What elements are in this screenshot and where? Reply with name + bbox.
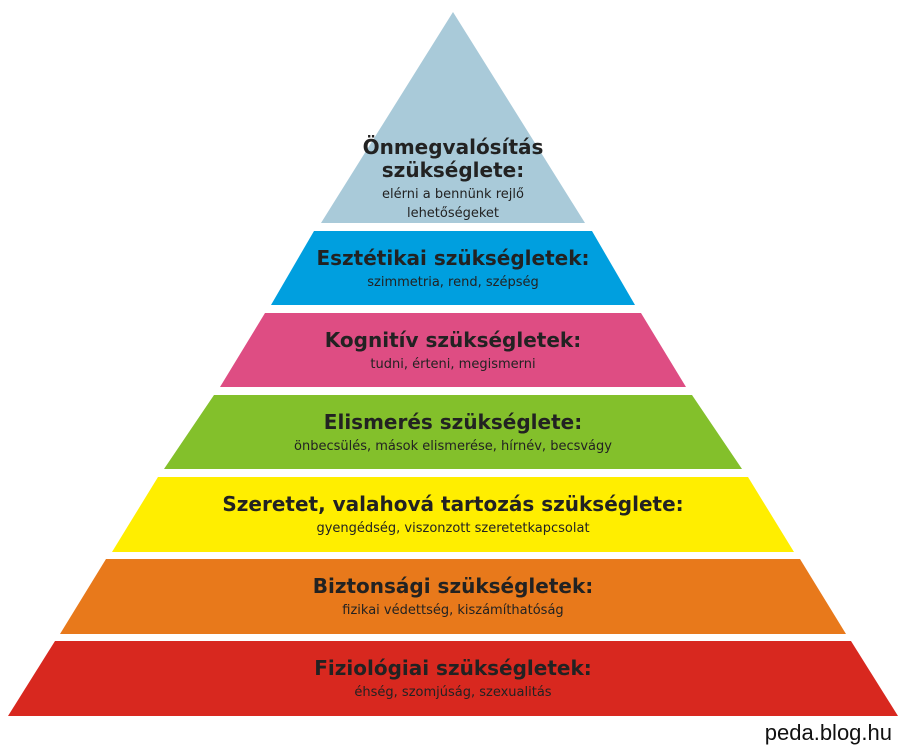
level-title: Esztétikai szükségletek: [316,246,589,270]
pyramid-level-love-belonging: Szeretet, valahová tartozás szükséglete:… [112,477,794,552]
source-credit: peda.blog.hu [764,720,892,745]
level-subtitle: elérni a bennünk rejlő [382,187,524,202]
pyramid-level-esteem: Elismerés szükséglete: önbecsülés, mások … [164,395,742,469]
pyramid-level-cognitive: Kognitív szükségletek: tudni, érteni, meg… [220,313,686,387]
level-title: Önmegvalósítás [363,135,544,159]
pyramid-band-cognitive [220,313,686,387]
level-subtitle: fizikai védettség, kiszámíthatóság [342,603,563,618]
level-subtitle: lehetőségeket [407,206,499,221]
level-subtitle: éhség, szomjúság, szexualitás [354,685,551,700]
level-title: Kognitív szükségletek: [325,328,581,352]
pyramid-level-aesthetic: Esztétikai szükségletek: szimmetria, rend… [271,231,635,305]
level-title: Biztonsági szükségletek: [313,574,594,598]
pyramid-band-love-belonging [112,477,794,552]
pyramid-band-esteem [164,395,742,469]
level-title: szükséglete: [382,158,524,182]
pyramid-level-physiological: Fiziológiai szükségletek: éhség, szomjúsá… [8,641,898,716]
level-subtitle: tudni, érteni, megismerni [370,357,535,372]
level-subtitle: önbecsülés, mások elismerése, hírnév, be… [294,439,612,454]
pyramid-band-aesthetic [271,231,635,305]
pyramid-level-safety: Biztonsági szükségletek: fizikai védettsé… [60,559,846,634]
pyramid-band-safety [60,559,846,634]
pyramid-band-physiological [8,641,898,716]
level-subtitle: szimmetria, rend, szépség [367,275,539,290]
level-title: Szeretet, valahová tartozás szükséglete: [222,492,683,516]
level-title: Fiziológiai szükségletek: [314,656,592,680]
level-subtitle: gyengédség, viszonzott szeretetkapcsolat [316,521,589,536]
level-title: Elismerés szükséglete: [324,410,582,434]
pyramid-band-self-actualization [321,12,585,223]
